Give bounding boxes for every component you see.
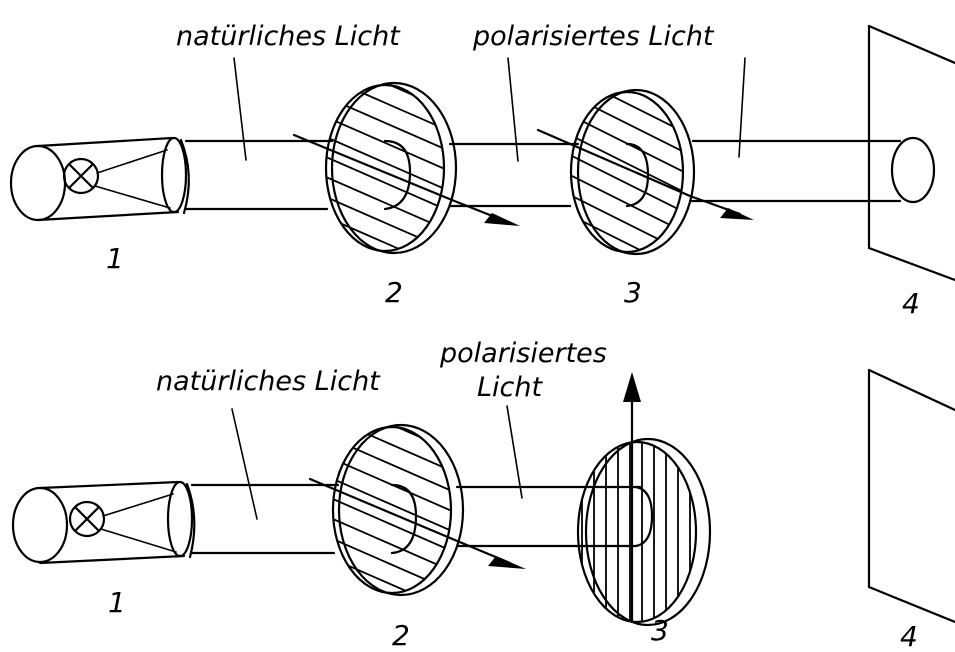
light-source [9,136,190,222]
label-num-3: 3 [651,614,669,647]
polarizer-disc [324,81,458,255]
leader-polarized-light [506,405,523,499]
label-num-4: 4 [900,620,918,652]
beam-natural-light [190,483,340,555]
analyzer-disc [569,88,696,256]
screen [867,368,955,624]
leader-natural-light [233,57,247,161]
polarization-arrow [292,133,520,226]
analyzer-axis-arrow [536,128,754,220]
label-num-2: 2 [385,276,403,309]
label-num-1: 1 [108,586,126,619]
analyzer-hatching [571,92,683,252]
label-num-3: 3 [624,276,642,309]
beam-polarized-light [455,485,642,548]
polarizer-hatching [326,85,444,251]
polarizer-disc [331,423,465,597]
label-num-2: 2 [392,619,410,652]
analyzer-disc [576,437,712,627]
polarizer-hatching [333,427,451,593]
lamp-icon [68,500,106,538]
panel-crossed-polarizers: natürliches Licht polarisiertes Licht 1 … [11,338,955,652]
label-natural-light: natürliches Licht [156,366,381,397]
light-source [11,480,196,565]
panel-parallel-polarizers: natürliches Licht polarisiertes Licht 1 … [9,21,955,320]
beam-natural-light [184,139,334,211]
label-polarized-light-line1: polarisiertes [439,338,607,369]
beam-after-analyzer [688,139,902,203]
label-polarized-light-line2: Licht [477,372,544,403]
leader-polarized-light [507,57,519,162]
lamp-icon [62,157,100,195]
label-num-4: 4 [902,287,920,320]
screen [867,24,955,282]
beam-polarized-light [448,142,580,208]
analyzer-axis-arrow-vertical [623,372,641,624]
leader-natural-light [231,408,258,520]
label-natural-light: natürliches Licht [176,21,401,52]
leader-after-analyzer [738,57,746,158]
label-num-1: 1 [106,242,124,275]
light-spot [890,136,936,204]
polarization-arrow [308,477,526,569]
label-polarized-light: polarisiertes Licht [472,21,715,52]
